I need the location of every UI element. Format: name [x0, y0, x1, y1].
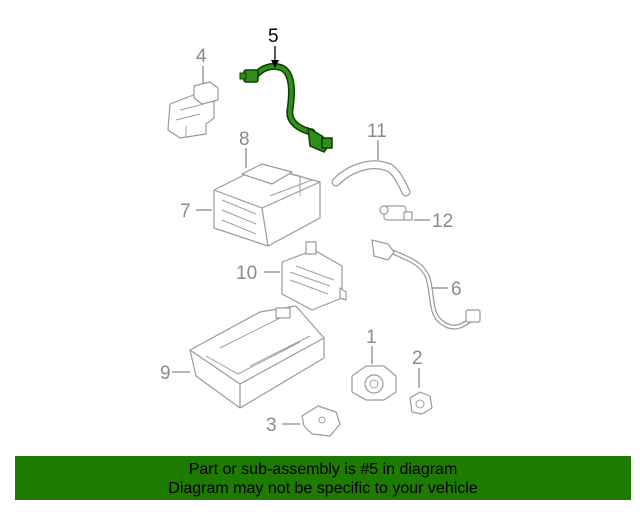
- part-9-tray[interactable]: [189, 305, 325, 409]
- callout-5[interactable]: 5: [268, 26, 279, 47]
- parts-diagram: 5 4 8 7 11 12 10: [160, 26, 481, 437]
- part-6-oxygen-sensor[interactable]: [371, 239, 481, 330]
- callout-7[interactable]: 7: [180, 201, 191, 222]
- leader-5-arrow: [271, 60, 279, 68]
- callout-6[interactable]: 6: [451, 279, 462, 300]
- part-10-solenoid[interactable]: [281, 241, 347, 311]
- part-3-bracket[interactable]: [301, 405, 341, 437]
- info-banner: Part or sub-assembly is #5 in diagram Di…: [15, 456, 631, 500]
- part-7-canister[interactable]: [213, 163, 321, 247]
- callout-11[interactable]: 11: [367, 121, 387, 142]
- banner-line-part: Part or sub-assembly is #5 in diagram: [188, 461, 458, 478]
- callout-12[interactable]: 12: [432, 211, 453, 232]
- part-5-oxygen-sensor[interactable]: [239, 62, 333, 153]
- part-4-bracket[interactable]: [167, 81, 219, 139]
- callout-1[interactable]: 1: [366, 327, 377, 348]
- banner-line-disclaimer: Diagram may not be specific to your vehi…: [168, 480, 478, 497]
- callout-9[interactable]: 9: [160, 363, 171, 384]
- part-2-gasket[interactable]: [409, 391, 433, 415]
- callout-8[interactable]: 8: [239, 129, 250, 150]
- callout-3[interactable]: 3: [266, 415, 277, 436]
- part-11-hose[interactable]: [331, 160, 411, 197]
- callout-4[interactable]: 4: [196, 46, 207, 67]
- callout-2[interactable]: 2: [412, 348, 423, 369]
- part-1-valve[interactable]: [351, 365, 397, 401]
- callout-10[interactable]: 10: [236, 263, 257, 284]
- part-12-valve[interactable]: [379, 205, 413, 221]
